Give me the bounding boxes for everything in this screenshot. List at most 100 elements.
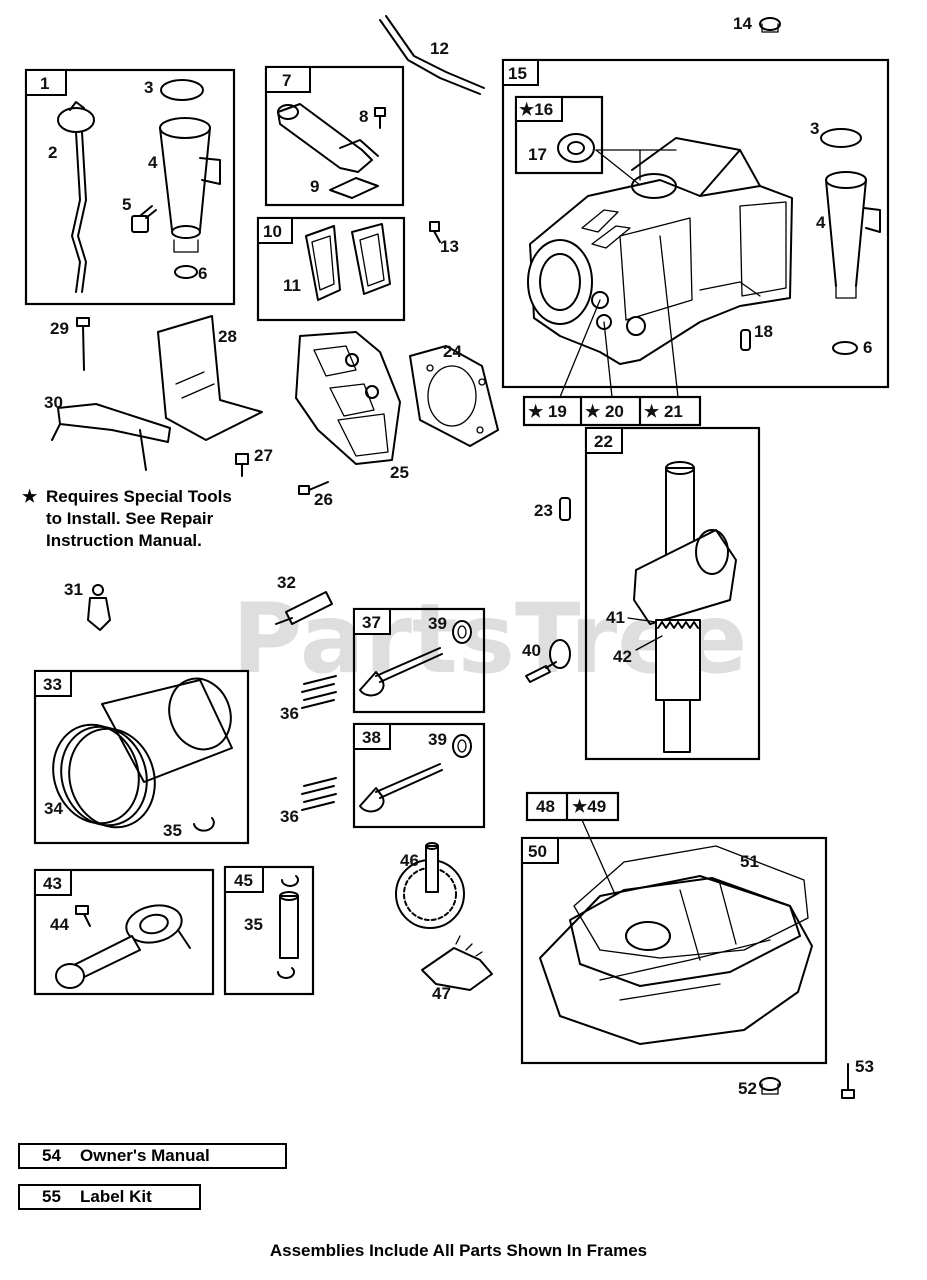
shield-28[interactable] xyxy=(157,315,263,441)
keeper-39b[interactable] xyxy=(452,734,472,758)
frame-43[interactable]: 43 xyxy=(33,868,215,996)
bracket-30[interactable] xyxy=(51,403,171,471)
frame-1[interactable]: 1 xyxy=(24,68,236,306)
bolt-26[interactable] xyxy=(298,481,329,495)
label-12: 12 xyxy=(430,39,449,58)
label-9: 9 xyxy=(310,177,319,196)
frame-33[interactable]: 33 xyxy=(33,669,250,845)
frame-50[interactable]: 50 xyxy=(520,836,828,1065)
label-6b: 6 xyxy=(863,338,872,357)
breather-tube[interactable] xyxy=(277,103,379,173)
clip-35b-bottom[interactable] xyxy=(277,967,295,979)
oil-fill-tube[interactable] xyxy=(159,117,221,253)
svg-text:37: 37 xyxy=(362,613,381,632)
clip-35a[interactable] xyxy=(193,817,215,832)
governor-gear-46[interactable] xyxy=(395,842,465,929)
dowel-23[interactable] xyxy=(559,497,571,521)
piston-33[interactable] xyxy=(101,670,241,783)
part-31[interactable] xyxy=(87,584,111,631)
bolt-27[interactable] xyxy=(235,453,249,477)
dowel-18[interactable] xyxy=(740,329,751,351)
screw-13[interactable] xyxy=(429,221,441,243)
frame-19-21[interactable]: ★ 19 ★ 20 ★ 21 xyxy=(522,395,702,427)
frame-16[interactable]: ★16 xyxy=(514,95,604,175)
oil-fill-tube-right[interactable] xyxy=(820,128,881,299)
label-24: 24 xyxy=(443,342,462,361)
note-line-3: Instruction Manual. xyxy=(46,531,202,550)
svg-text:★ 21: ★ 21 xyxy=(644,402,683,421)
label-44: 44 xyxy=(50,915,69,934)
label-4b: 4 xyxy=(816,213,826,232)
wrist-pin[interactable] xyxy=(279,891,299,959)
valve-37[interactable] xyxy=(359,647,443,697)
label-28: 28 xyxy=(218,327,237,346)
label-42: 42 xyxy=(613,647,632,666)
sump-cover-50[interactable] xyxy=(539,875,813,1045)
special-tools-note: ★Requires Special Tools to Install. See … xyxy=(22,486,232,552)
label-31: 31 xyxy=(64,580,83,599)
label-35b: 35 xyxy=(244,915,263,934)
svg-text:38: 38 xyxy=(362,728,381,747)
keeper-39a[interactable] xyxy=(452,620,472,644)
lifter-40[interactable] xyxy=(525,639,571,683)
screw-8[interactable] xyxy=(374,107,386,129)
gasket-51[interactable] xyxy=(573,845,809,959)
cylinder-head-25[interactable] xyxy=(295,331,401,465)
label-39a: 39 xyxy=(428,614,447,633)
gasket-9[interactable] xyxy=(329,177,379,199)
label-39b: 39 xyxy=(428,730,447,749)
frame-37[interactable]: 37 xyxy=(352,607,486,714)
footer-note: Assemblies Include All Parts Shown In Fr… xyxy=(269,1241,648,1260)
frame-10[interactable]: 10 xyxy=(256,216,406,322)
svg-text:33: 33 xyxy=(43,675,62,694)
frame-38[interactable]: 38 xyxy=(352,722,486,829)
head-gasket-24[interactable] xyxy=(409,345,499,447)
label-14: 14 xyxy=(733,14,752,33)
crankshaft-22[interactable] xyxy=(633,461,737,753)
svg-text:★16: ★16 xyxy=(519,100,553,119)
tube-12[interactable] xyxy=(379,15,485,95)
bolt-44[interactable] xyxy=(75,905,91,927)
seal-6b[interactable] xyxy=(832,341,858,355)
frame-45[interactable]: 45 xyxy=(223,865,315,996)
valve-38[interactable] xyxy=(359,763,443,813)
spark-plug-32[interactable] xyxy=(275,591,333,625)
item-title: Label Kit xyxy=(80,1187,152,1206)
fitting-5[interactable] xyxy=(131,205,157,233)
clip-35b-top[interactable] xyxy=(281,875,299,887)
svg-text:★ 19: ★ 19 xyxy=(528,402,567,421)
piston-rings-34[interactable] xyxy=(41,713,168,838)
label-53: 53 xyxy=(855,1057,874,1076)
valve-spring-36b[interactable] xyxy=(301,777,337,811)
seal-17[interactable] xyxy=(557,133,595,163)
label-13: 13 xyxy=(440,237,459,256)
frame-15[interactable]: 15 xyxy=(501,58,890,389)
label-41: 41 xyxy=(606,608,625,627)
connecting-rod-43[interactable] xyxy=(55,901,191,989)
label-4: 4 xyxy=(148,153,158,172)
leader-42 xyxy=(635,635,663,651)
plug-52[interactable] xyxy=(759,1077,781,1095)
label-47: 47 xyxy=(432,984,451,1003)
o-ring-3[interactable] xyxy=(160,79,204,101)
frame-22[interactable]: 22 xyxy=(584,426,761,761)
frame-7[interactable]: 7 xyxy=(264,65,405,207)
bolt-53[interactable] xyxy=(841,1063,855,1099)
plug-14[interactable] xyxy=(759,17,781,33)
gasket-11[interactable] xyxy=(305,223,391,301)
svg-text:22: 22 xyxy=(594,432,613,451)
dipstick-part[interactable] xyxy=(57,101,95,293)
item-number: 54 xyxy=(42,1146,61,1165)
label-5: 5 xyxy=(122,195,131,214)
frame-48-49[interactable]: 48 ★49 xyxy=(525,791,620,822)
label-26: 26 xyxy=(314,490,333,509)
governor-crank-47[interactable] xyxy=(421,935,493,991)
engine-block[interactable] xyxy=(527,137,793,365)
seal-6[interactable] xyxy=(174,265,198,279)
valve-spring-36a[interactable] xyxy=(301,675,337,709)
svg-text:50: 50 xyxy=(528,842,547,861)
bolt-29[interactable] xyxy=(76,317,90,371)
label-32: 32 xyxy=(277,573,296,592)
